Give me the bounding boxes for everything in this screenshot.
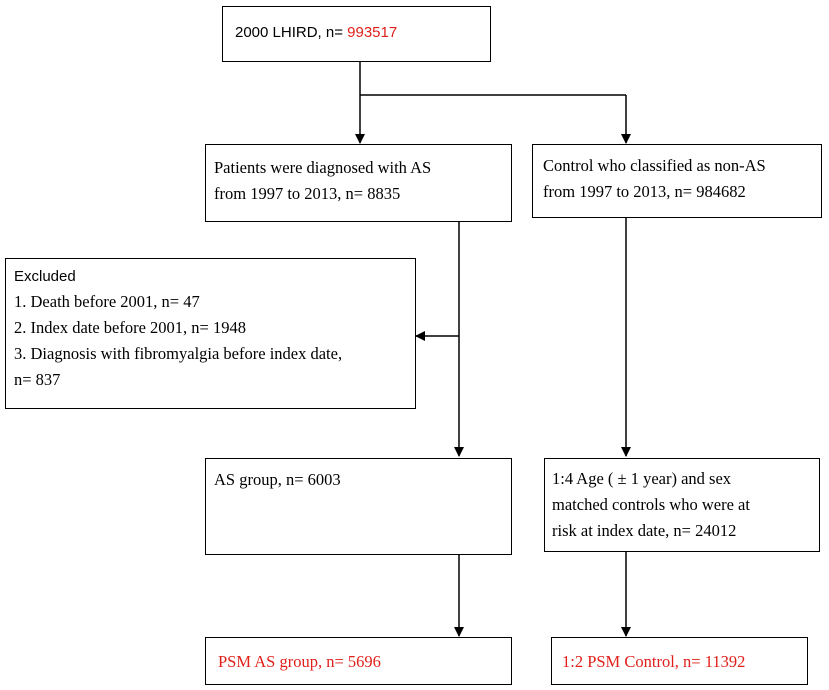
excluded-item-3-count: n= 837 xyxy=(14,370,61,389)
matched-line1: 1:4 Age ( ± 1 year) and sex xyxy=(552,469,732,488)
source-database-count: 993517 xyxy=(347,24,398,41)
excluded-box: Excluded 1. Death before 2001, n= 47 2. … xyxy=(5,258,416,409)
excluded-item-1: 1. Death before 2001, n= 47 xyxy=(14,292,200,311)
excluded-item-3: 3. Diagnosis with fibromyalgia before in… xyxy=(14,344,343,363)
as-group-text: AS group, n= 6003 xyxy=(214,470,341,489)
as-patients-box: Patients were diagnosed with AS from 199… xyxy=(205,144,512,222)
matched-line2: matched controls who were at xyxy=(552,495,750,514)
control-box: Control who classified as non-AS from 19… xyxy=(532,144,822,218)
psm-as-group-text: PSM AS group, n= 5696 xyxy=(218,652,381,671)
control-line2: from 1997 to 2013, n= 984682 xyxy=(543,182,746,201)
as-patients-line1: Patients were diagnosed with AS xyxy=(214,158,432,177)
excluded-item-2: 2. Index date before 2001, n= 1948 xyxy=(14,318,246,337)
source-database-label: 2000 LHIRD, n= xyxy=(235,24,348,41)
matched-controls-box: 1:4 Age ( ± 1 year) and sex matched cont… xyxy=(544,458,820,552)
excluded-title: Excluded xyxy=(14,268,76,285)
control-line1: Control who classified as non-AS xyxy=(543,156,766,175)
source-database-box: 2000 LHIRD, n= 993517 xyxy=(222,6,491,62)
matched-line3: risk at index date, n= 24012 xyxy=(552,521,737,540)
as-group-box: AS group, n= 6003 xyxy=(205,458,512,555)
psm-as-group-box: PSM AS group, n= 5696 xyxy=(205,637,512,685)
psm-control-box: 1:2 PSM Control, n= 11392 xyxy=(551,637,808,685)
psm-control-text: 1:2 PSM Control, n= 11392 xyxy=(562,652,746,671)
as-patients-line2: from 1997 to 2013, n= 8835 xyxy=(214,184,401,203)
